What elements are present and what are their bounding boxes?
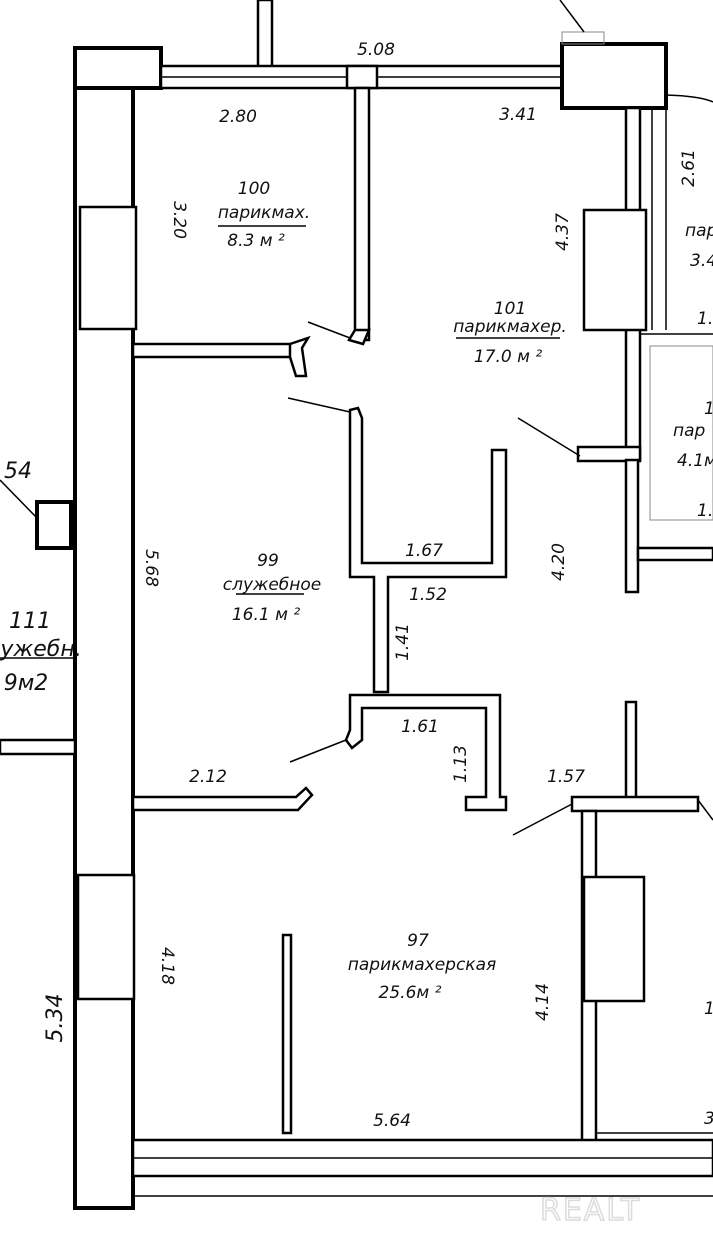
- dim-157: 1.57: [547, 767, 585, 787]
- window-left-1: [78, 205, 138, 331]
- room-97-area: 25.6м ²: [379, 983, 442, 1003]
- dim-420: 4.20: [549, 543, 569, 581]
- room-100-number: 100: [238, 179, 270, 199]
- dim-437: 4.37: [553, 213, 573, 251]
- top-right-arc: [665, 94, 713, 103]
- core-lower: [344, 693, 508, 812]
- top-left-wall-block: [73, 46, 163, 90]
- room-99-number: 99: [257, 551, 279, 571]
- dim-152: 1.52: [409, 585, 447, 605]
- wall-top-right-97: [570, 795, 700, 813]
- right-neighbor-text-5: пар: [673, 421, 706, 441]
- left-neighbor-leader: [0, 479, 38, 519]
- leader-101: [517, 417, 581, 457]
- dim-341: 3.41: [499, 105, 537, 125]
- right-neighbor-text-1: пар: [685, 221, 713, 241]
- leader-100: [307, 321, 351, 339]
- top-right-column: [560, 42, 668, 110]
- top-right-hatch: [561, 31, 605, 45]
- dim-568: 5.68: [141, 549, 161, 587]
- dim-212: 2.12: [189, 767, 227, 787]
- dim-418: 4.18: [157, 947, 177, 985]
- left-neighbor-name: лужебн.: [0, 637, 82, 662]
- right-col-top-97: [624, 700, 638, 800]
- right-neighbor-text-6: 4.1м: [677, 451, 713, 471]
- left-neighbor-wall: [0, 738, 77, 756]
- wall-100-99: [131, 342, 295, 359]
- window-left-2: [76, 873, 136, 1001]
- right-neighbor-text-3: 1.4: [697, 309, 713, 329]
- leader-99-bottom: [289, 739, 347, 763]
- dim-280: 2.80: [219, 107, 257, 127]
- dim-161: 1.61: [401, 717, 439, 737]
- top-mullion: [345, 64, 379, 90]
- room-101-area: 17.0 м ²: [474, 347, 542, 367]
- room-99-area: 16.1 м ²: [232, 605, 300, 625]
- dim-414: 4.14: [533, 983, 553, 1021]
- room-100-name: парикмах.: [218, 203, 310, 223]
- partition-100-101: [353, 86, 371, 342]
- watermark: REALT: [540, 1193, 641, 1228]
- room-97-divider: [281, 933, 293, 1135]
- room-101-name: парикмахер.: [453, 317, 567, 337]
- dim-167: 1.67: [405, 541, 443, 561]
- room-99-name: служебное: [223, 575, 322, 595]
- leader-97: [512, 803, 573, 836]
- room-97-name: парикмахерская: [348, 955, 496, 975]
- right-stub-mid: [636, 546, 713, 562]
- room-101-number: 101: [494, 299, 526, 319]
- left-neighbor-number: 111: [9, 609, 51, 634]
- room-100-area: 8.3 м ²: [227, 231, 285, 251]
- dim-113: 1.13: [451, 745, 471, 783]
- wall-100-99-end: [288, 335, 311, 378]
- top-stub-wall: [256, 0, 274, 70]
- left-neighbor-code: 54: [4, 459, 32, 484]
- dim-141: 1.41: [393, 623, 413, 661]
- dim-564: 5.64: [373, 1111, 411, 1131]
- core-upper: [348, 406, 508, 694]
- right-neighbor-text-2: 3.4: [690, 251, 713, 271]
- room-97-number: 97: [407, 931, 429, 951]
- left-neighbor-dim: 5.34: [43, 994, 68, 1043]
- right-neighbor-text-4: 1: [704, 399, 713, 419]
- right-stub-lower: [624, 458, 640, 594]
- top-right-leader: [559, 0, 585, 33]
- left-neighbor-box: [35, 500, 73, 550]
- right-diag: [697, 799, 713, 821]
- window-right-2: [582, 875, 646, 1003]
- left-neighbor-area: 9м2: [4, 671, 49, 696]
- leader-99-top: [287, 397, 351, 413]
- dim-261: 2.61: [679, 149, 699, 187]
- wall-99-97: [131, 786, 314, 812]
- right-room-dashed: [649, 345, 713, 521]
- right-neighbor-text-8: 1: [704, 999, 713, 1019]
- window-right-1: [582, 208, 648, 332]
- right-neighbor-text-7: 1.0: [697, 501, 713, 521]
- dim-320: 3.20: [169, 201, 189, 239]
- partition-100-101-end: [347, 328, 371, 346]
- right-neighbor-text-9: 3: [704, 1109, 713, 1129]
- dim-508: 5.08: [357, 40, 395, 60]
